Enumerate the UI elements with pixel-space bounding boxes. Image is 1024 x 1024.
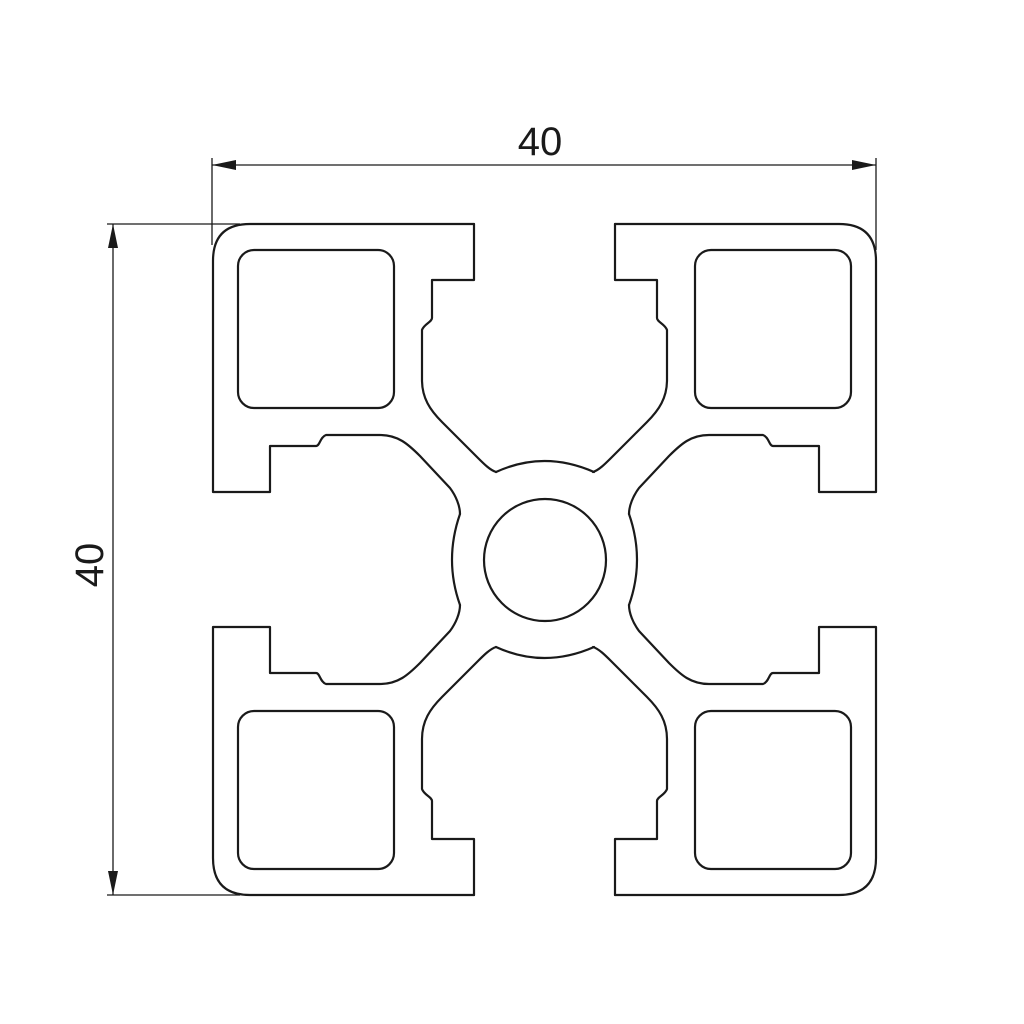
hub-arc-left (450, 512, 462, 607)
hub-arc-bottom (494, 645, 596, 660)
profile-quadrant-top-left (211, 222, 498, 516)
height-label: 40 (68, 543, 112, 588)
hub-arc-top (494, 459, 596, 474)
profile-quadrant-bottom-right (591, 603, 878, 897)
height-arrow-bottom-icon (108, 871, 118, 895)
profile-center-hub (450, 459, 639, 660)
width-arrow-right-icon (852, 160, 876, 170)
profile-quadrant-top-right (591, 222, 878, 516)
width-arrow-left-icon (212, 160, 236, 170)
width-dimension: 40 (211, 120, 877, 250)
center-bore (482, 497, 608, 623)
width-label: 40 (518, 120, 563, 164)
height-arrow-top-icon (108, 224, 118, 248)
hub-arc-right (627, 512, 639, 607)
height-dimension: 40 (68, 223, 240, 896)
profile-quadrant-bottom-left (211, 603, 498, 897)
